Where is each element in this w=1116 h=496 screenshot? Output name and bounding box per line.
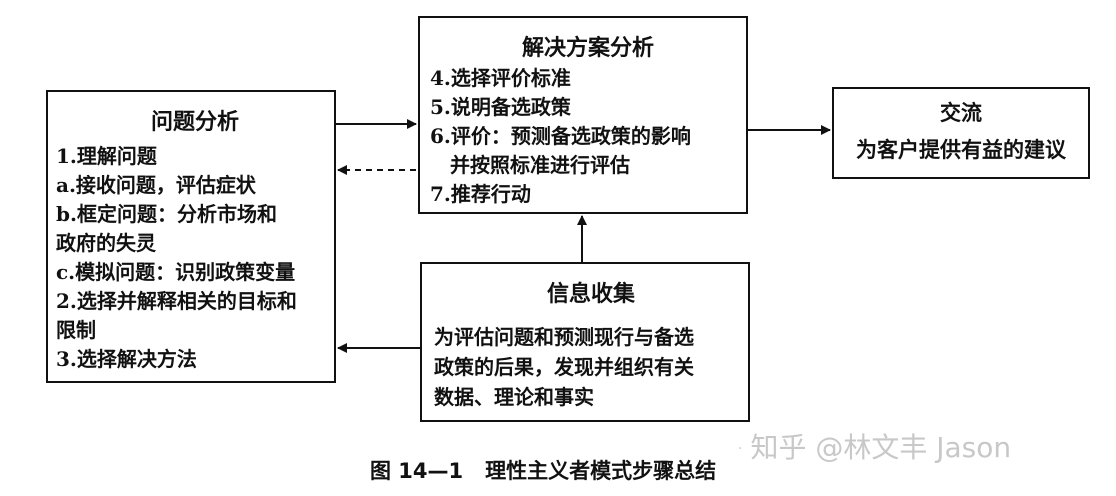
watermark-dot-icon: · bbox=[738, 441, 743, 457]
solution-line: 5.说明备选政策 bbox=[430, 95, 571, 119]
watermark-text: 知乎 @林文丰 Jason bbox=[750, 431, 1012, 464]
problem-line: 限制 bbox=[56, 318, 96, 342]
solution-analysis-title: 解决方案分析 bbox=[521, 35, 654, 61]
watermark: · 知乎 @林文丰 Jason bbox=[738, 426, 1011, 466]
problem-line: b.框定问题：分析市场和 bbox=[56, 202, 277, 226]
problem-line: a.接收问题，评估症状 bbox=[56, 173, 256, 197]
solution-line: 并按照标准进行评估 bbox=[450, 153, 630, 177]
solution-line: 4.选择评价标准 bbox=[430, 66, 571, 90]
problem-line: c.模拟问题：识别政策变量 bbox=[56, 260, 296, 284]
info-line: 数据、理论和事实 bbox=[434, 385, 594, 409]
problem-line: 1.理解问题 bbox=[56, 144, 157, 168]
problem-line: 政府的失灵 bbox=[56, 231, 156, 255]
solution-line: 7.推荐行动 bbox=[430, 182, 531, 206]
problem-line: 3.选择解决方法 bbox=[56, 347, 197, 371]
problem-analysis-box: 问题分析 1.理解问题 a.接收问题，评估症状 b.框定问题：分析市场和 政府的… bbox=[46, 90, 336, 383]
communication-line: 为客户提供有益的建议 bbox=[856, 137, 1066, 162]
problem-analysis-title: 问题分析 bbox=[150, 109, 239, 135]
information-gathering-title: 信息收集 bbox=[546, 281, 635, 307]
communication-box: 交流 为客户提供有益的建议 bbox=[832, 87, 1090, 179]
solution-line: 6.评价：预测备选政策的影响 bbox=[430, 124, 691, 148]
info-line: 政策的后果，发现并组织有关 bbox=[434, 355, 694, 379]
problem-line: 2.选择并解释相关的目标和 bbox=[56, 289, 297, 313]
information-gathering-box: 信息收集 为评估问题和预测现行与备选 政策的后果，发现并组织有关 数据、理论和事… bbox=[420, 262, 750, 422]
communication-title: 交流 bbox=[940, 100, 982, 125]
info-line: 为评估问题和预测现行与备选 bbox=[434, 325, 694, 349]
figure-caption: 图 14—1 理性主义者模式步骤总结 bbox=[370, 459, 717, 483]
solution-analysis-box: 解决方案分析 4.选择评价标准 5.说明备选政策 6.评价：预测备选政策的影响 … bbox=[418, 16, 748, 214]
